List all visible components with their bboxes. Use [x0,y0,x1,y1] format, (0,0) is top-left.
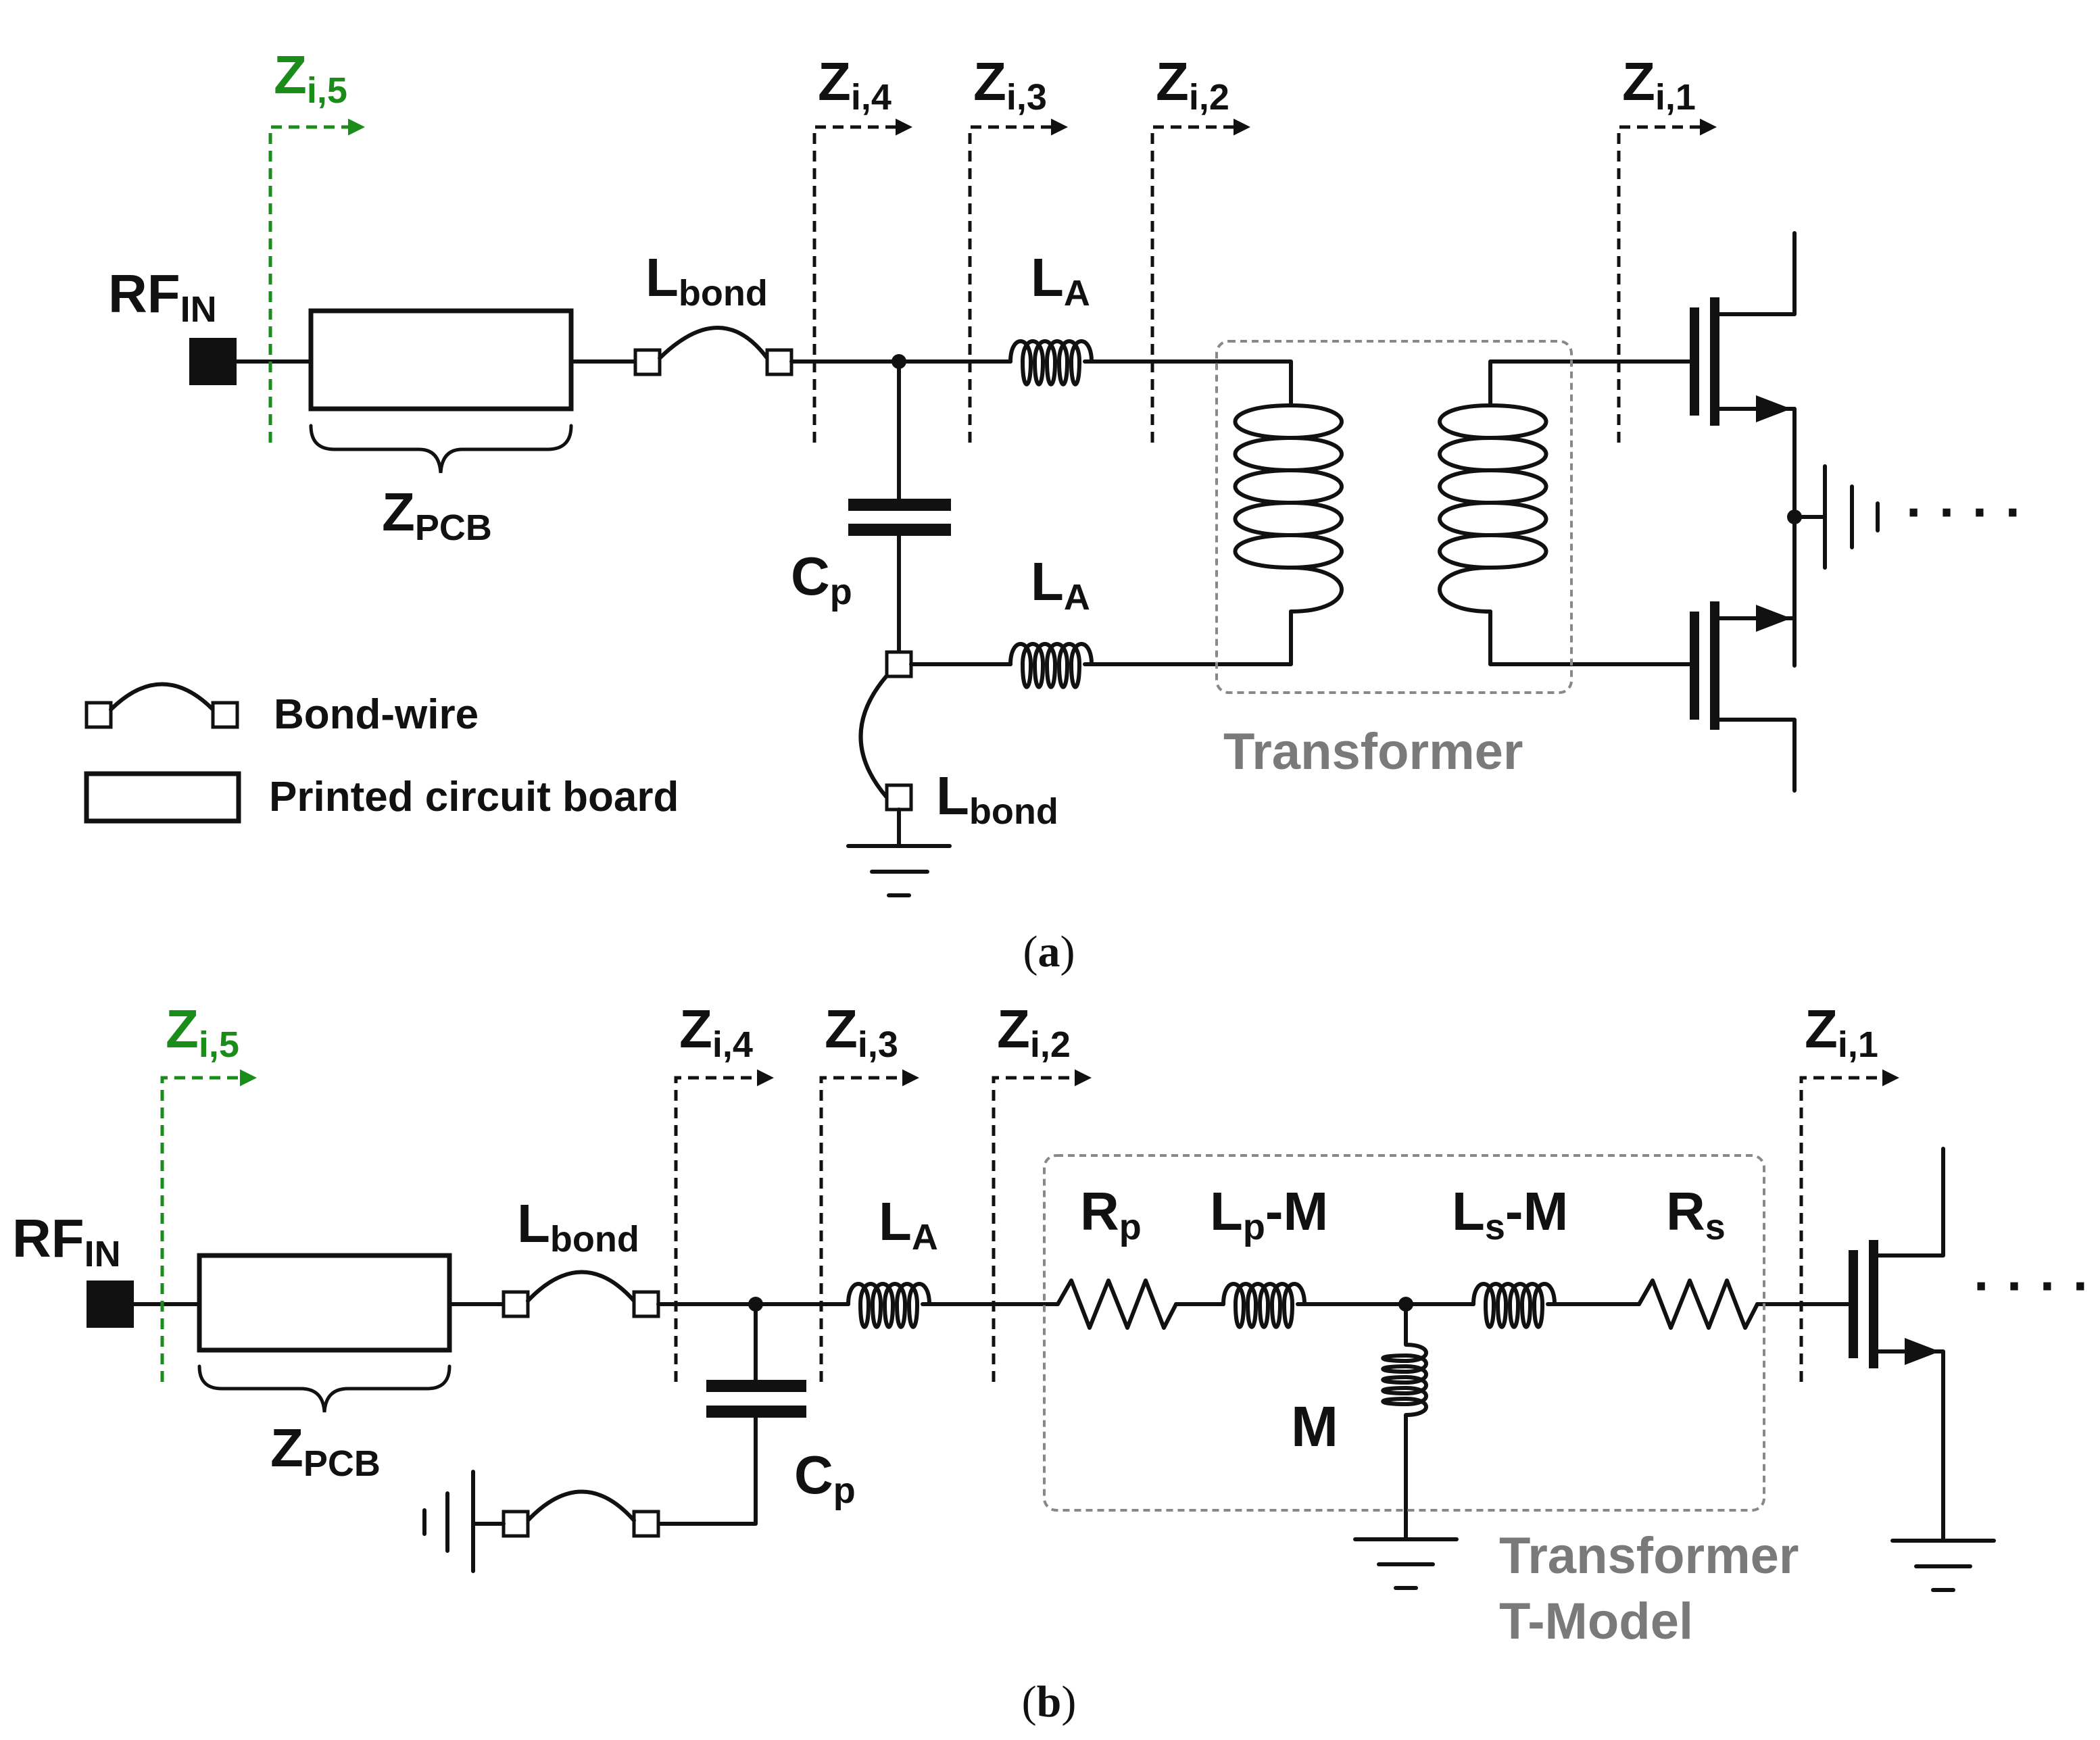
svg-text:Bond-wire: Bond-wire [274,691,479,738]
zpcb-label: ZPCB [382,482,492,548]
svg-text:Zi,3: Zi,3 [973,51,1047,118]
l-bond-top-label: Lbond [645,247,768,314]
bondwire-top [658,326,769,360]
wire-secondary-bottom [1488,610,1692,666]
t-model-label-line1: Transformer [1499,1527,1799,1585]
lp-m-label: Lp-M [1210,1181,1328,1247]
svg-text:Zi,3: Zi,3 [825,999,898,1065]
rf-in-terminal [189,338,237,385]
transistor-bottom [1690,601,1797,793]
port-zi4-b: Zi,4 [674,999,774,1382]
transformer-label: Transformer [1223,723,1523,780]
rf-in-terminal-b [87,1281,134,1328]
transformer-box [1215,340,1573,694]
pcb-line-b [197,1253,452,1353]
ls-m-label: Ls-M [1452,1181,1568,1247]
inductor-lp-m [1221,1282,1307,1329]
rf-in-label-b: RFIN [12,1208,121,1274]
bondwire-pad-mid [885,650,913,678]
t-model-box [1043,1154,1765,1512]
inductor-la-b [846,1282,931,1329]
legend-bondwire: Bond-wire [84,682,479,738]
panel-a: RFIN ZPCB Lbond LA Cp [84,45,2023,976]
port-zi2-a: Zi,2 [1150,51,1250,443]
bondwire-pad-right-b [632,1290,660,1318]
la-top-label: LA [1031,247,1090,314]
cp-bondwire-pad-left [502,1510,530,1538]
zpcb-brace-b [197,1364,451,1413]
rs-label: Rs [1666,1181,1726,1247]
port-zi3-b: Zi,3 [819,999,919,1382]
port-zi3-a: Zi,3 [968,51,1068,443]
svg-text:Zi,5: Zi,5 [166,999,239,1065]
l-bond-bottom-label: Lbond [936,766,1058,832]
cap-plate-top [848,499,951,511]
cap-plate-bottom-b [706,1406,806,1418]
wire-la-primary-top [1083,359,1293,407]
transformer-secondary-coil [1438,403,1548,614]
caption-b: (b) [1022,1677,1077,1726]
t-model-label-line2: T-Model [1499,1593,1693,1650]
port-zi5-a: Zi,5 [268,45,365,443]
m-label: M [1291,1395,1338,1458]
port-zi1-b: Zi,1 [1799,999,1899,1382]
transformer-primary-coil [1233,403,1344,614]
legend-pcb: Printed circuit board [84,771,679,824]
svg-text:Printed circuit board: Printed circuit board [269,774,679,820]
inductor-la-bottom [1008,642,1094,689]
svg-text:Zi,4: Zi,4 [818,51,892,118]
inductor-m [1381,1302,1428,1539]
svg-text:Zi,5: Zi,5 [274,45,347,111]
bondwire-pad-right [765,348,793,376]
l-bond-label-b: Lbond [517,1193,639,1260]
inductor-la-top [1008,339,1094,387]
pcb-line [308,308,574,412]
svg-text:Zi,2: Zi,2 [997,999,1071,1065]
ground-symbol-m [1353,1537,1459,1590]
rp-label: Rp [1080,1181,1142,1247]
wire-cap-pad-b [656,1416,758,1526]
la-label-b: LA [879,1191,938,1258]
svg-text:Zi,4: Zi,4 [679,999,753,1065]
ground-symbol-cp-b [422,1470,506,1573]
continuation-dots-b: · · · · [1974,1256,2091,1316]
port-zi5-b: Zi,5 [160,999,257,1382]
continuation-dots-a: · · · · [1906,482,2023,542]
zpcb-label-b: ZPCB [270,1418,381,1484]
cp-label-a: Cp [791,546,852,612]
svg-text:Zi,1: Zi,1 [1805,999,1878,1065]
bondwire-pad-left-b [502,1290,530,1318]
port-zi2-b: Zi,2 [992,999,1092,1382]
cp-bondwire [526,1489,636,1522]
cp-label-b: Cp [794,1445,856,1511]
inductor-ls-m [1471,1282,1557,1329]
svg-text:Zi,2: Zi,2 [1156,51,1229,118]
transistor-b [1849,1147,1945,1543]
caption-a: (a) [1023,927,1075,976]
wire-secondary-top [1488,359,1692,407]
svg-text:Zi,1: Zi,1 [1622,51,1696,118]
bondwire-pad-ground [885,783,913,812]
port-zi4-a: Zi,4 [812,51,912,443]
zpcb-brace [309,424,573,474]
cp-bondwire-pad-right [632,1510,660,1538]
ground-symbol-a [846,844,952,897]
la-bottom-label: LA [1031,551,1090,618]
ground-symbol-transistor-b [1890,1539,1996,1592]
bondwire-bottom [858,674,889,799]
rf-in-label: RFIN [108,264,217,330]
resistor-rp [1056,1278,1178,1330]
resistor-rs [1637,1278,1759,1330]
bondwire-b [526,1270,636,1303]
ground-symbol-source-a [1792,464,1880,570]
bondwire-pad-left [633,348,662,376]
cap-plate-top-b [706,1380,806,1392]
panel-b: RFIN ZPCB Lbond Cp [12,999,2091,1726]
port-zi1-a: Zi,1 [1617,51,1717,443]
legend: Bond-wire Printed circuit board [84,682,679,824]
transistor-top [1690,231,1797,668]
cap-plate-bottom [848,524,951,536]
wire-la-primary-bottom [1083,610,1293,666]
